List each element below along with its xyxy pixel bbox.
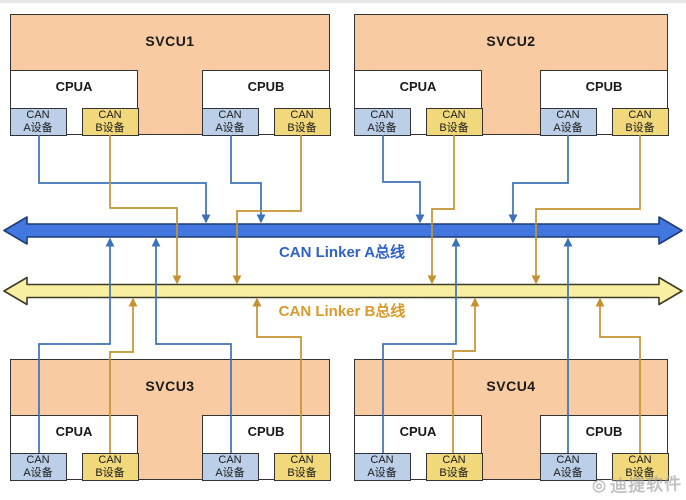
can-a-device: CAN A设备: [9, 107, 67, 136]
device-line1: CAN: [26, 108, 50, 121]
device-line1: CAN: [218, 108, 242, 121]
device-line2: B设备: [287, 466, 317, 479]
cpub-label: CPUB: [247, 424, 285, 439]
svcu3-cpua-box: CPUA CAN A设备 CAN B设备: [9, 415, 139, 481]
can-b-device: CAN B设备: [81, 107, 139, 136]
device-line1: CAN: [370, 453, 394, 466]
svcu3-title: SVCU3: [145, 378, 195, 394]
device-line2: B设备: [439, 121, 469, 134]
device-line2: B设备: [625, 466, 655, 479]
device-line2: A设备: [215, 466, 245, 479]
cpua-label: CPUA: [399, 424, 437, 439]
can-b-device: CAN B设备: [611, 452, 669, 481]
device-line1: CAN: [26, 453, 50, 466]
top-edge-divider: [0, 0, 686, 3]
device-line2: A设备: [23, 466, 53, 479]
can-b-device: CAN B设备: [81, 452, 139, 481]
svcu3-cpub-box: CPUB CAN A设备 CAN B设备: [201, 415, 331, 481]
device-line2: A设备: [215, 121, 245, 134]
svcu2-title: SVCU2: [486, 33, 536, 49]
svcu1-unit: SVCU1 CPUA CAN A设备 CAN B设备 CPUB CAN A设备 …: [9, 14, 331, 136]
device-line1: CAN: [442, 108, 466, 121]
connector-SVCU1.CPUA.CAN-B: [109, 135, 182, 285]
svcu2-cpua-box: CPUA CAN A设备 CAN B设备: [353, 70, 483, 136]
cpua-label: CPUA: [55, 79, 93, 94]
device-line2: A设备: [553, 121, 583, 134]
cpub-label: CPUB: [585, 424, 623, 439]
device-line1: CAN: [98, 453, 122, 466]
connector-SVCU2.CPUB.CAN-B: [531, 135, 641, 285]
cpua-label: CPUA: [55, 424, 93, 439]
device-line2: A设备: [553, 466, 583, 479]
svcu4-cpua-box: CPUA CAN A设备 CAN B设备: [353, 415, 483, 481]
device-line2: B设备: [439, 466, 469, 479]
device-line1: CAN: [556, 108, 580, 121]
cpub-label: CPUB: [247, 79, 285, 94]
can-a-device: CAN A设备: [353, 107, 411, 136]
device-line1: CAN: [628, 108, 652, 121]
bus-a-arrow: [3, 216, 683, 245]
svcu3-unit: SVCU3 CPUA CAN A设备 CAN B设备 CPUB CAN A设备 …: [9, 359, 331, 481]
device-line2: B设备: [95, 121, 125, 134]
connector-SVCU1.CPUA.CAN-A: [38, 135, 211, 224]
can-a-device: CAN A设备: [539, 107, 597, 136]
can-b-device: CAN B设备: [425, 452, 483, 481]
device-line1: CAN: [370, 108, 394, 121]
bus-a-label: CAN Linker A总线: [278, 244, 406, 261]
can-b-device: CAN B设备: [273, 107, 331, 136]
can-b-device: CAN B设备: [611, 107, 669, 136]
can-b-device: CAN B设备: [273, 452, 331, 481]
device-line1: CAN: [218, 453, 242, 466]
svcu4-unit: SVCU4 CPUA CAN A设备 CAN B设备 CPUB CAN A设备 …: [353, 359, 669, 481]
device-line2: A设备: [367, 121, 397, 134]
can-a-device: CAN A设备: [539, 452, 597, 481]
device-line1: CAN: [290, 108, 314, 121]
watermark: ◎ 迪捷软件: [592, 469, 683, 497]
can-a-device: CAN A设备: [201, 452, 259, 481]
svcu1-cpua-box: CPUA CAN A设备 CAN B设备: [9, 70, 139, 136]
watermark-logo-icon: ◎: [591, 476, 608, 495]
device-line1: CAN: [290, 453, 314, 466]
device-line1: CAN: [556, 453, 580, 466]
cpub-label: CPUB: [585, 79, 623, 94]
can-b-device: CAN B设备: [425, 107, 483, 136]
connector-SVCU2.CPUA.CAN-A: [382, 135, 425, 224]
bus-b-label: CAN Linker B总线: [278, 303, 406, 320]
connector-SVCU1.CPUB.CAN-A: [230, 135, 266, 224]
can-a-device: CAN A设备: [201, 107, 259, 136]
device-line1: CAN: [98, 108, 122, 121]
svcu1-cpub-box: CPUB CAN A设备 CAN B设备: [201, 70, 331, 136]
device-line1: CAN: [442, 453, 466, 466]
svcu2-cpub-box: CPUB CAN A设备 CAN B设备: [539, 70, 669, 136]
svcu1-title: SVCU1: [145, 33, 195, 49]
device-line2: A设备: [23, 121, 53, 134]
device-line1: CAN: [628, 453, 652, 466]
device-line2: B设备: [95, 466, 125, 479]
device-line2: A设备: [367, 466, 397, 479]
svcu2-unit: SVCU2 CPUA CAN A设备 CAN B设备 CPUB CAN A设备 …: [353, 14, 669, 136]
cpua-label: CPUA: [399, 79, 437, 94]
device-line2: B设备: [625, 121, 655, 134]
can-a-device: CAN A设备: [9, 452, 67, 481]
device-line2: B设备: [287, 121, 317, 134]
can-a-device: CAN A设备: [353, 452, 411, 481]
watermark-text: 迪捷软件: [609, 474, 683, 496]
connector-SVCU2.CPUB.CAN-A: [508, 135, 569, 224]
svcu4-title: SVCU4: [486, 378, 536, 394]
